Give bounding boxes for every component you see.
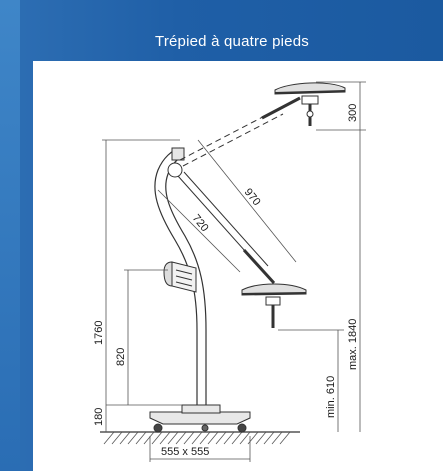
- dimension-lines: [102, 81, 366, 462]
- label-base-size: 555 x 555: [161, 446, 209, 458]
- lamp-head: [274, 82, 346, 126]
- control-unit: [163, 261, 197, 293]
- lamp-head-lower: [241, 283, 307, 328]
- side-stripe: [0, 0, 20, 471]
- title-text: Trépied à quatre pieds: [155, 33, 309, 50]
- label-970: 970: [242, 186, 263, 208]
- arm-upper-position: [179, 96, 301, 167]
- arm-lower-position: [177, 171, 276, 285]
- arm-joint: [167, 147, 185, 178]
- label-180: 180: [93, 408, 105, 426]
- label-min-610: min. 610: [325, 376, 337, 418]
- label-1760: 1760: [93, 321, 105, 345]
- ground-hatch: [100, 431, 300, 445]
- page-title: Trépied à quatre pieds: [33, 27, 431, 56]
- label-max-1840: max. 1840: [347, 319, 359, 370]
- tripod-base: [149, 404, 251, 433]
- label-820: 820: [115, 348, 127, 366]
- label-720: 720: [190, 212, 211, 234]
- label-300: 300: [347, 104, 359, 122]
